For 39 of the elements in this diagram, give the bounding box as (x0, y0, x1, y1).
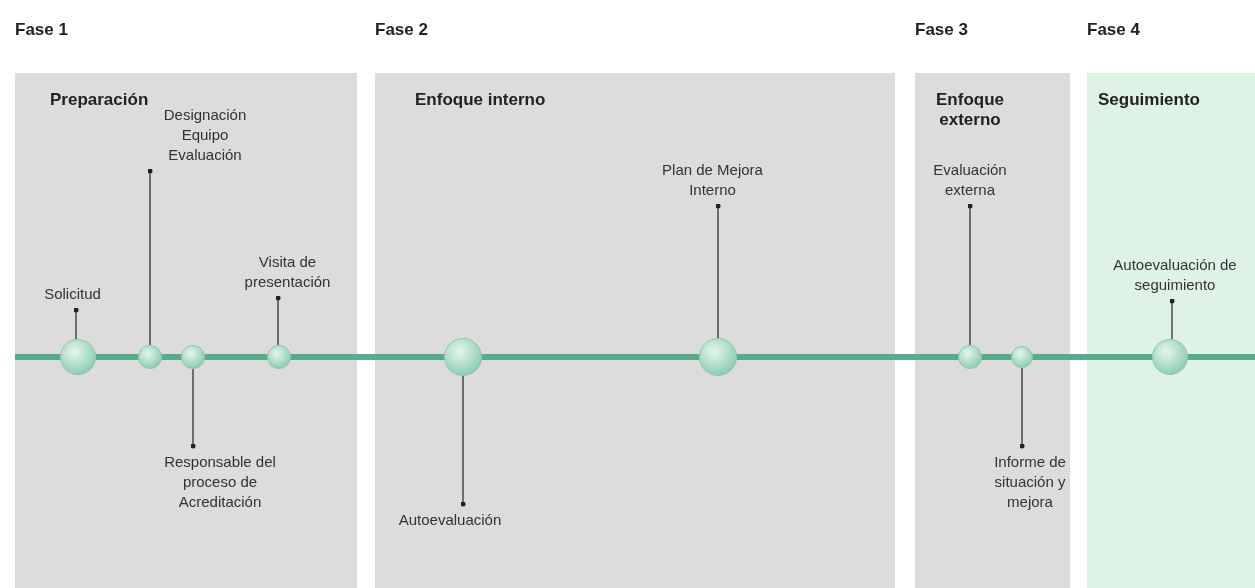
phase-panel (15, 73, 357, 588)
milestone-circle (138, 345, 162, 369)
milestone-label: Evaluación externa (920, 160, 1020, 200)
phase-panel (1087, 73, 1255, 588)
milestone-circle (181, 345, 205, 369)
phase-label: Fase 4 (1087, 20, 1140, 40)
milestone-label: Autoevaluación (385, 510, 515, 530)
phase-panel (375, 73, 895, 588)
leader-line (147, 168, 153, 346)
leader-line (715, 203, 721, 339)
milestone-label: Autoevaluación de seguimiento (1100, 255, 1250, 295)
phase-heading: Preparación (50, 90, 149, 110)
leader-line (1019, 367, 1025, 449)
milestone-circle (60, 339, 96, 375)
milestone-label: Responsable del proceso de Acreditación (150, 452, 290, 512)
milestone-label: Visita de presentación (225, 252, 350, 292)
milestone-circle (1152, 339, 1188, 375)
leader-line (275, 295, 281, 346)
phase-heading: Enfoque externo (935, 90, 1005, 130)
milestone-circle (958, 345, 982, 369)
phase-label: Fase 1 (15, 20, 68, 40)
milestone-circle (267, 345, 291, 369)
milestone-circle (699, 338, 737, 376)
leader-line (1169, 298, 1175, 340)
leader-line (190, 368, 196, 449)
phase-heading: Enfoque interno (415, 90, 546, 110)
milestone-label: Designación Equipo Evaluación (150, 105, 260, 165)
phase-label: Fase 3 (915, 20, 968, 40)
milestone-label: Informe de situación y mejora (985, 452, 1075, 512)
leader-line (967, 203, 973, 346)
leader-line (460, 375, 466, 507)
milestone-circle (1011, 346, 1033, 368)
phase-panel (915, 73, 1070, 588)
milestone-label: Plan de Mejora Interno (645, 160, 780, 200)
phase-heading: Seguimiento (1098, 90, 1200, 110)
leader-line (73, 307, 79, 340)
phase-label: Fase 2 (375, 20, 428, 40)
milestone-circle (444, 338, 482, 376)
milestone-label: Solicitud (25, 284, 120, 304)
